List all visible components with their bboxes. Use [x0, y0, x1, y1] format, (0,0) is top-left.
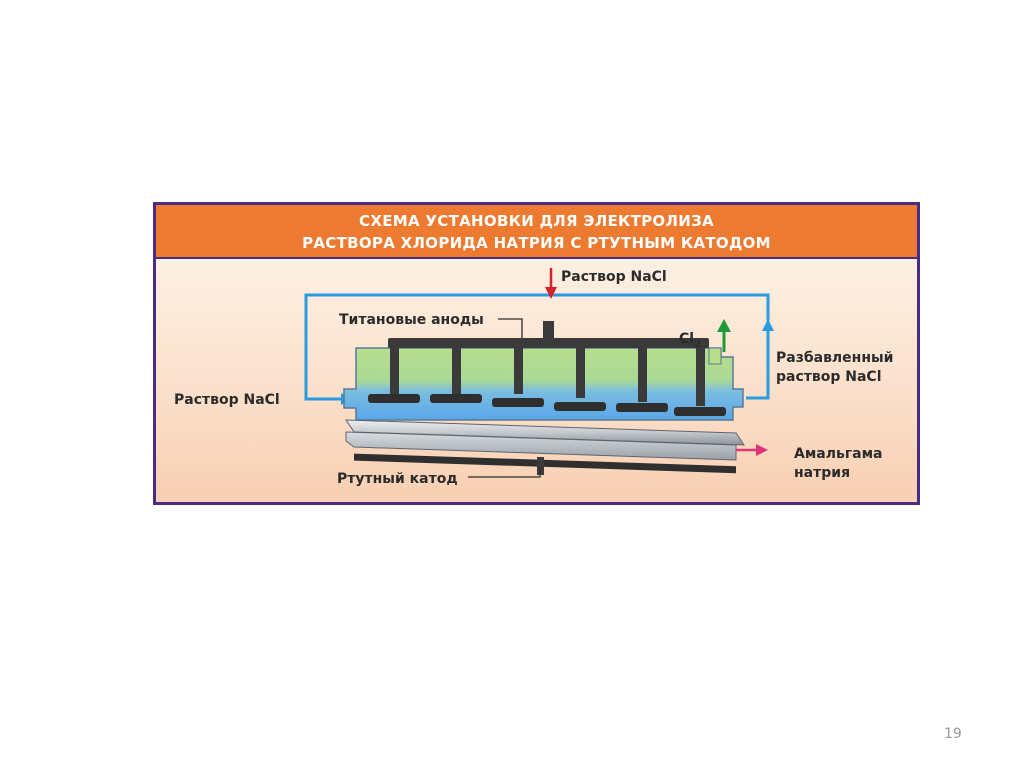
circulation-line: [304, 293, 770, 401]
label-nacl-left: Раствор NaCl: [174, 392, 280, 408]
right-arrow-icon: [756, 444, 768, 456]
anode-stem: [576, 348, 585, 398]
anode-stem: [390, 348, 399, 394]
chlorine-outlet: [708, 347, 722, 365]
figure-title: СХЕМА УСТАНОВКИ ДЛЯ ЭЛЕКТРОЛИЗА РАСТВОРА…: [156, 205, 917, 259]
anode-stem: [514, 348, 523, 394]
figure-title-line2: РАСТВОРА ХЛОРИДА НАТРИЯ С РТУТНЫМ КАТОДО…: [302, 234, 771, 252]
label-cl2-base: Cl: [679, 331, 694, 347]
anode-plate: [492, 398, 544, 407]
label-nacl-top: Раствор NaCl: [561, 269, 667, 285]
label-cl2: Cl2: [679, 331, 701, 350]
diluted-return-line: [746, 331, 770, 400]
anode-plate: [616, 403, 668, 412]
anode-stem: [452, 348, 461, 394]
figure-title-line1: СХЕМА УСТАНОВКИ ДЛЯ ЭЛЕКТРОЛИЗА: [359, 212, 714, 230]
label-amalgam-line1: Амальгама: [794, 446, 882, 462]
label-cathode: Ртутный катод: [337, 471, 458, 487]
anode-stem: [696, 348, 705, 406]
anode-plate: [430, 394, 482, 403]
anode-bus-bar: [388, 338, 709, 348]
mercury-cathode-layer: [345, 419, 745, 446]
anode-plate: [674, 407, 726, 416]
page-number: 19: [944, 726, 962, 742]
up-arrow-icon: [717, 319, 731, 332]
cathode-bottom-plate: [354, 453, 736, 474]
label-diluted-line1: Разбавленный: [776, 350, 894, 366]
label-cl2-sub: 2: [694, 339, 701, 350]
label-anodes: Титановые аноды: [339, 312, 484, 328]
electrolysis-diagram: Раствор NaCl Титановые аноды Cl2 Разбавл…: [174, 268, 894, 487]
titanium-anodes: [368, 348, 726, 416]
electrolysis-figure: СХЕМА УСТАНОВКИ ДЛЯ ЭЛЕКТРОЛИЗА РАСТВОРА…: [153, 202, 920, 505]
anode-plate: [554, 402, 606, 411]
amalgam-tube: [345, 431, 737, 461]
anodes-leader: [498, 318, 523, 338]
label-diluted-line2: раствор NaCl: [776, 369, 882, 385]
anode-plate: [368, 394, 420, 403]
cathode-terminal: [537, 457, 544, 475]
label-amalgam-line2: натрия: [794, 465, 850, 481]
cathode-leader: [468, 467, 541, 478]
circulation-up-arrowhead: [762, 319, 774, 331]
anode-feed-terminal: [543, 321, 554, 338]
down-arrow-icon: [545, 287, 557, 299]
anode-stem: [638, 348, 647, 402]
